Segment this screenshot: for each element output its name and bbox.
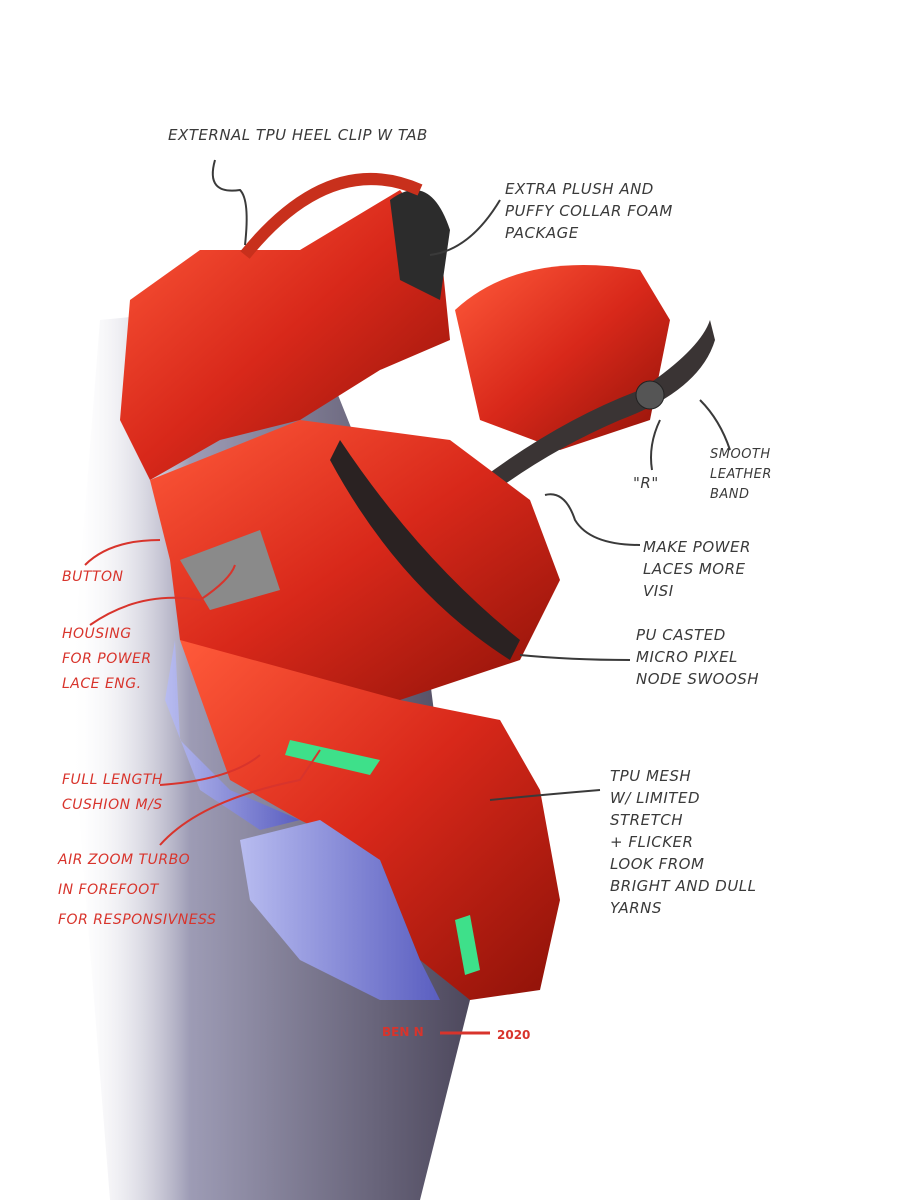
note-line: lace eng. (62, 676, 142, 692)
note-line: in forefoot (58, 882, 159, 898)
note-heel-clip: External TPU heel clip w tab (168, 124, 428, 146)
midsole (165, 640, 300, 830)
leader-lines (211, 159, 731, 801)
pixel-swoosh (330, 440, 520, 660)
note-air-zoom: Air zoom turbo in forefoot for responsiv… (58, 845, 216, 935)
note-line: for power (62, 651, 152, 667)
forefoot-sole (240, 820, 440, 1000)
note-line: yarns (610, 899, 662, 917)
note-line: for responsivness (58, 912, 217, 928)
note-tpu-mesh: TPU mesh w/ limited stretch + flicker lo… (610, 765, 757, 919)
note-r-logo: "R" (633, 472, 659, 494)
note-line: leather (710, 467, 772, 482)
lace-housing (180, 530, 280, 610)
note-line: TPU mesh (610, 767, 692, 785)
note-line: External TPU heel clip w tab (168, 126, 428, 144)
note-line: "R" (633, 474, 659, 492)
note-line: + flicker (610, 833, 694, 851)
leather-band (480, 320, 715, 495)
collar-foam (390, 190, 450, 300)
note-line: micro pixel (636, 648, 738, 666)
note-power-laces: Make power laces more visi (643, 536, 751, 602)
note-cushion: Full length cushion m/s (62, 768, 163, 818)
note-leather-band: Smooth leather band (710, 445, 772, 505)
forefoot-section (180, 640, 560, 1000)
note-line: visi (643, 582, 674, 600)
note-line: look from (610, 855, 705, 873)
note-line: laces more (643, 560, 746, 578)
note-line: Housing (62, 626, 132, 642)
note-housing: Housing for power lace eng. (62, 622, 152, 697)
note-line: cushion m/s (62, 797, 163, 813)
air-unit-cushion (285, 740, 380, 775)
red-leader-lines (84, 539, 321, 846)
note-line: Extra plush and (505, 180, 654, 198)
note-line: Air zoom turbo (58, 852, 191, 868)
note-line: stretch (610, 811, 683, 829)
tongue (455, 265, 670, 450)
note-line: puffy collar foam (505, 202, 673, 220)
note-line: Smooth (710, 447, 771, 462)
note-line: Button (62, 569, 124, 585)
signature-name: BEN N (382, 1025, 424, 1039)
mid-section (150, 420, 560, 700)
note-line: w/ limited (610, 789, 700, 807)
r-logo-medallion (635, 380, 665, 410)
note-collar-foam: Extra plush and puffy collar foam packag… (505, 178, 673, 244)
heel-section (120, 190, 450, 480)
heel-clip (240, 172, 423, 259)
note-button: Button (62, 565, 123, 590)
air-zoom-unit (455, 915, 480, 975)
note-line: PU casted (636, 626, 726, 644)
note-line: Make power (643, 538, 751, 556)
note-line: package (505, 224, 579, 242)
note-line: Full length (62, 772, 163, 788)
note-line: node swoosh (636, 670, 760, 688)
note-swoosh: PU casted micro pixel node swoosh (636, 624, 759, 690)
note-line: band (710, 487, 750, 502)
signature-year: 2020 (497, 1028, 531, 1042)
note-line: bright and dull (610, 877, 757, 895)
